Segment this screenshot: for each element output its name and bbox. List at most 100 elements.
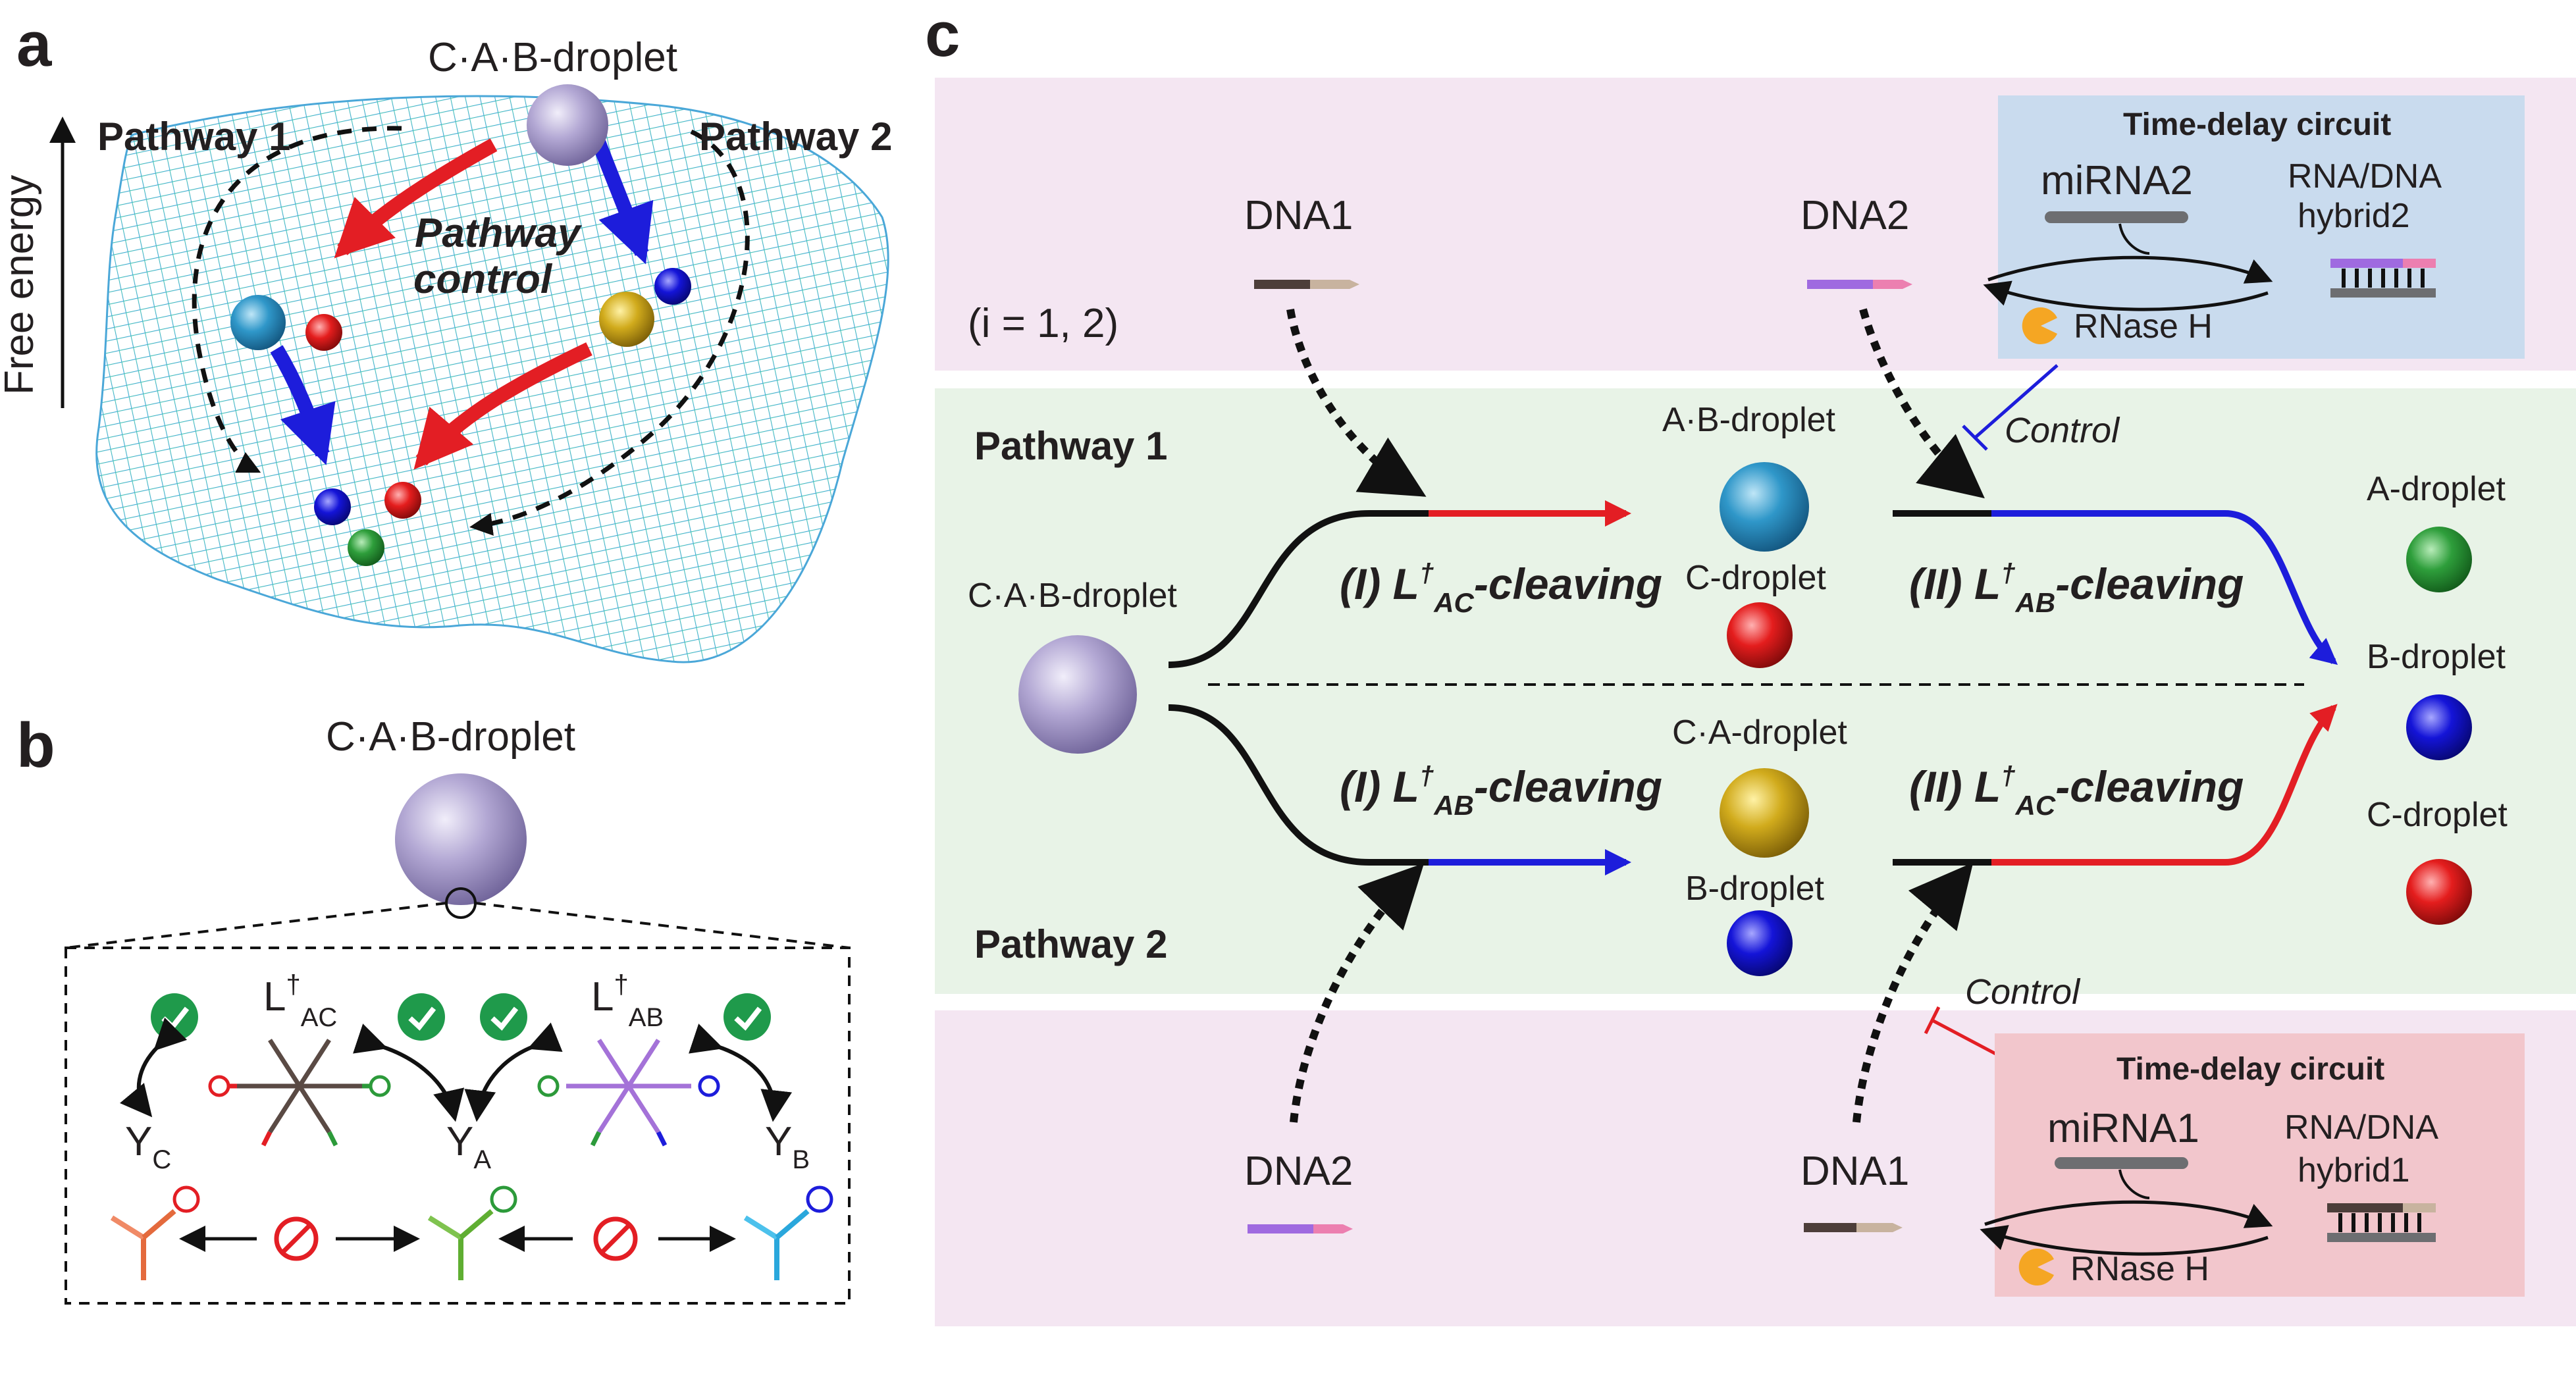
linker-ac-structure bbox=[208, 1039, 391, 1147]
panel-label-b: b bbox=[16, 710, 55, 781]
panel-a-pathway1-label: Pathway 1 bbox=[97, 115, 290, 159]
control-inhibit-line-top bbox=[1974, 364, 2059, 439]
dna2-top-toehold bbox=[1873, 280, 1912, 289]
cab-sphere bbox=[1018, 635, 1137, 754]
c-droplet-sphere bbox=[305, 314, 342, 351]
tdc-top-reverse-arrow bbox=[1983, 280, 2269, 311]
ca-droplet-label: C·A-droplet bbox=[1672, 714, 1847, 752]
blue-transition-arrow bbox=[589, 132, 654, 265]
panel-b: b C·A·B-droplet L†AC bbox=[16, 710, 851, 1305]
check-icon bbox=[723, 993, 771, 1041]
control-top-label: Control bbox=[2005, 411, 2120, 450]
tdc-top-forward-arrow bbox=[1987, 255, 2273, 284]
pathway1-step2-arrow bbox=[1991, 510, 2338, 665]
tdc-bottom-reverse-arrow bbox=[1980, 1225, 2269, 1256]
zoom-line-right bbox=[475, 902, 850, 949]
linker-ab-structure bbox=[537, 1039, 720, 1147]
pathway2-dashed-arrow bbox=[469, 129, 750, 536]
i-note: (i = 1, 2) bbox=[968, 301, 1118, 346]
reversible-arrow bbox=[119, 1017, 188, 1118]
tdc-bottom-hybrid-2: hybrid1 bbox=[2298, 1151, 2410, 1189]
rnase-h-icon bbox=[2022, 307, 2057, 344]
c-droplet bbox=[2406, 859, 2472, 925]
reversible-arrow bbox=[352, 1024, 465, 1122]
a-droplet-label: A-droplet bbox=[2367, 470, 2506, 508]
pathway2-label: Pathway 2 bbox=[974, 922, 1167, 966]
ab-droplet-label: A·B-droplet bbox=[1662, 401, 1836, 439]
rnase-cleave-line bbox=[2118, 223, 2150, 255]
c-droplet-sphere-final bbox=[384, 482, 421, 519]
panel-a-control-label-1: Pathway bbox=[415, 211, 583, 256]
dna2-bottom-toehold bbox=[1313, 1224, 1353, 1234]
pathway2-step2-arrow bbox=[1991, 704, 2338, 866]
step2-top-label: (II) L†AB-cleaving bbox=[1909, 559, 2244, 618]
control-inhibit-bar-bottom bbox=[1924, 1006, 1941, 1035]
dna2-bottom-label: DNA2 bbox=[1244, 1149, 1353, 1194]
dna1-bottom-input-arrow bbox=[1853, 862, 1974, 1123]
cab-droplet-sphere bbox=[527, 84, 608, 166]
prohibited-icon bbox=[274, 1216, 319, 1261]
free-energy-axis-label: Free energy bbox=[0, 175, 42, 395]
tdc-bottom-mirna: miRNA1 bbox=[2047, 1106, 2199, 1151]
y-b-structure bbox=[743, 1185, 833, 1280]
tdc-top-hybrid-1: RNA/DNA bbox=[2288, 157, 2442, 195]
pathway2-stem bbox=[1168, 704, 1429, 866]
ab-droplet bbox=[1720, 462, 1809, 552]
b-droplet-sphere bbox=[654, 268, 691, 305]
control-inhibit-bar-top bbox=[1962, 425, 1988, 451]
pathway1-label: Pathway 1 bbox=[974, 424, 1167, 468]
tdc-bottom-rnase: RNase H bbox=[2070, 1250, 2209, 1288]
label-y-c: YC bbox=[125, 1119, 171, 1174]
ab-droplet-sphere bbox=[230, 295, 286, 350]
dna1-input-arrow bbox=[1286, 309, 1427, 497]
time-delay-circuit-top bbox=[1998, 95, 2525, 359]
label-y-a: YA bbox=[446, 1119, 491, 1174]
c-droplet-mid-label: C-droplet bbox=[1685, 559, 1826, 597]
pathway1-dashed-arrow bbox=[192, 126, 402, 473]
rna-dna-hybrid2-icon bbox=[2330, 259, 2436, 298]
b-droplet-mid-label: B-droplet bbox=[1685, 870, 1825, 908]
tdc-top-title: Time-delay circuit bbox=[2123, 107, 2391, 142]
dna2-bottom-input-arrow bbox=[1290, 863, 1425, 1123]
panel-a-pathway2-label: Pathway 2 bbox=[699, 115, 892, 159]
step1-top-label: (I) L†AC-cleaving bbox=[1340, 559, 1662, 618]
rnase-h-icon bbox=[2018, 1248, 2054, 1286]
panel-b-droplet-label: C·A·B-droplet bbox=[326, 714, 575, 760]
panel-c: c Time-delay circuit miRNA2 RNA/DNA hybr… bbox=[925, 0, 2576, 1326]
b-droplet-mid bbox=[1727, 910, 1793, 976]
check-icon bbox=[151, 993, 198, 1041]
tdc-top-hybrid-2: hybrid2 bbox=[2298, 197, 2410, 235]
tdc-bottom-title: Time-delay circuit bbox=[2116, 1052, 2384, 1087]
dna2-top-label: DNA2 bbox=[1801, 193, 1909, 238]
pathway1-stem bbox=[1168, 510, 1429, 668]
panel-a-control-label-2: control bbox=[413, 257, 553, 302]
tdc-bottom-hybrid-1: RNA/DNA bbox=[2284, 1108, 2438, 1147]
check-icon bbox=[480, 993, 527, 1041]
step1-bottom-label: (I) L†AB-cleaving bbox=[1340, 762, 1662, 821]
a-droplet-sphere-final bbox=[348, 529, 384, 566]
label-y-b: YB bbox=[765, 1119, 810, 1174]
red-transition-arrow-2 bbox=[413, 342, 592, 470]
tdc-top-rnase: RNase H bbox=[2074, 307, 2213, 346]
label-l-ab: L†AB bbox=[591, 970, 664, 1032]
b-droplet-sphere-final bbox=[314, 488, 351, 525]
dna1-top-toehold bbox=[1310, 280, 1359, 289]
energy-landscape-mesh bbox=[95, 95, 889, 663]
zoom-line-left bbox=[65, 902, 447, 949]
check-icon bbox=[398, 993, 445, 1041]
dna2-input-arrow bbox=[1859, 308, 1985, 499]
y-a-structure bbox=[427, 1185, 517, 1280]
tdc-top-mirna: miRNA2 bbox=[2041, 158, 2193, 203]
tdc-bottom-forward-arrow bbox=[1984, 1200, 2273, 1228]
rna-dna-hybrid1-icon bbox=[2327, 1203, 2436, 1242]
panel-b-cab-droplet-sphere bbox=[395, 773, 527, 905]
dna1-bottom-toehold bbox=[1856, 1223, 1903, 1232]
rnase-cleave-line-bottom bbox=[2118, 1169, 2150, 1199]
reversible-arrow bbox=[688, 1024, 793, 1122]
panel-a: a Free energy C·A·B-droplet Pathway 1 Pa… bbox=[0, 9, 892, 663]
panel-a-droplet-label: C·A·B-droplet bbox=[428, 35, 677, 80]
b-droplet bbox=[2406, 694, 2472, 760]
ca-droplet bbox=[1720, 768, 1809, 858]
zoom-box bbox=[65, 947, 851, 1305]
